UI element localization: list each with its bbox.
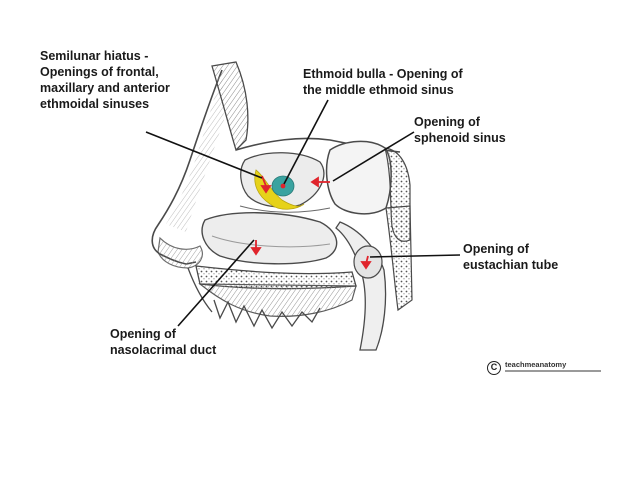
label-ethmoid-line-1: Ethmoid bulla - Opening of [303, 67, 463, 81]
leader-sphenoid [332, 131, 415, 182]
label-semilunar-line-2: Openings of frontal, [40, 65, 159, 79]
label-nasolacrimal-line-1: Opening of [110, 327, 176, 341]
teachmeanatomy-logo: C teachmeanatomy [487, 360, 607, 380]
leader-ethmoid [283, 99, 329, 185]
bulla-opening-dot [280, 183, 286, 189]
inferior-concha-shade [211, 235, 331, 248]
leader-eustachian [369, 254, 461, 258]
label-eustachian-line-2: eustachian tube [463, 258, 559, 272]
label-sphenoid-line-1: Opening of [414, 115, 480, 129]
logo-symbol-icon: C [487, 361, 501, 375]
meatus-line [239, 205, 331, 213]
arrow-eustachian [360, 255, 372, 270]
label-semilunar-hiatus: Semilunar hiatus - Openings of frontal, … [40, 48, 170, 112]
label-semilunar-line-3: maxillary and anterior [40, 81, 170, 95]
clivus [385, 205, 413, 312]
logo-tagline-bar [505, 370, 601, 372]
nostril [157, 236, 203, 269]
leader-semilunar [145, 131, 263, 179]
label-sphenoid-line-2: sphenoid sinus [414, 131, 506, 145]
label-nasolacrimal-duct: Opening of nasolacrimal duct [110, 326, 216, 358]
label-eustachian-line-1: Opening of [463, 242, 529, 256]
inferior-concha [201, 212, 338, 265]
label-sphenoid-sinus: Opening of sphenoid sinus [414, 114, 506, 146]
label-semilunar-line-4: ethmoidal sinuses [40, 97, 150, 111]
label-eustachian-tube: Opening of eustachian tube [463, 241, 558, 273]
leader-nasolacrimal [177, 239, 255, 327]
arrow-sphenoid [310, 176, 330, 188]
label-ethmoid-bulla: Ethmoid bulla - Opening of the middle et… [303, 66, 463, 98]
arrow-semilunar [260, 175, 272, 194]
label-nasolacrimal-line-2: nasolacrimal duct [110, 343, 217, 357]
maxilla [198, 283, 357, 317]
logo-name: teachmeanatomy [505, 360, 567, 369]
label-ethmoid-line-2: the middle ethmoid sinus [303, 83, 454, 97]
teeth [213, 299, 321, 330]
upper-lip [187, 267, 213, 313]
frontal-bone [211, 61, 249, 152]
arrow-nasolacrimal [250, 240, 262, 256]
label-semilunar-line-1: Semilunar hiatus - [40, 49, 149, 63]
